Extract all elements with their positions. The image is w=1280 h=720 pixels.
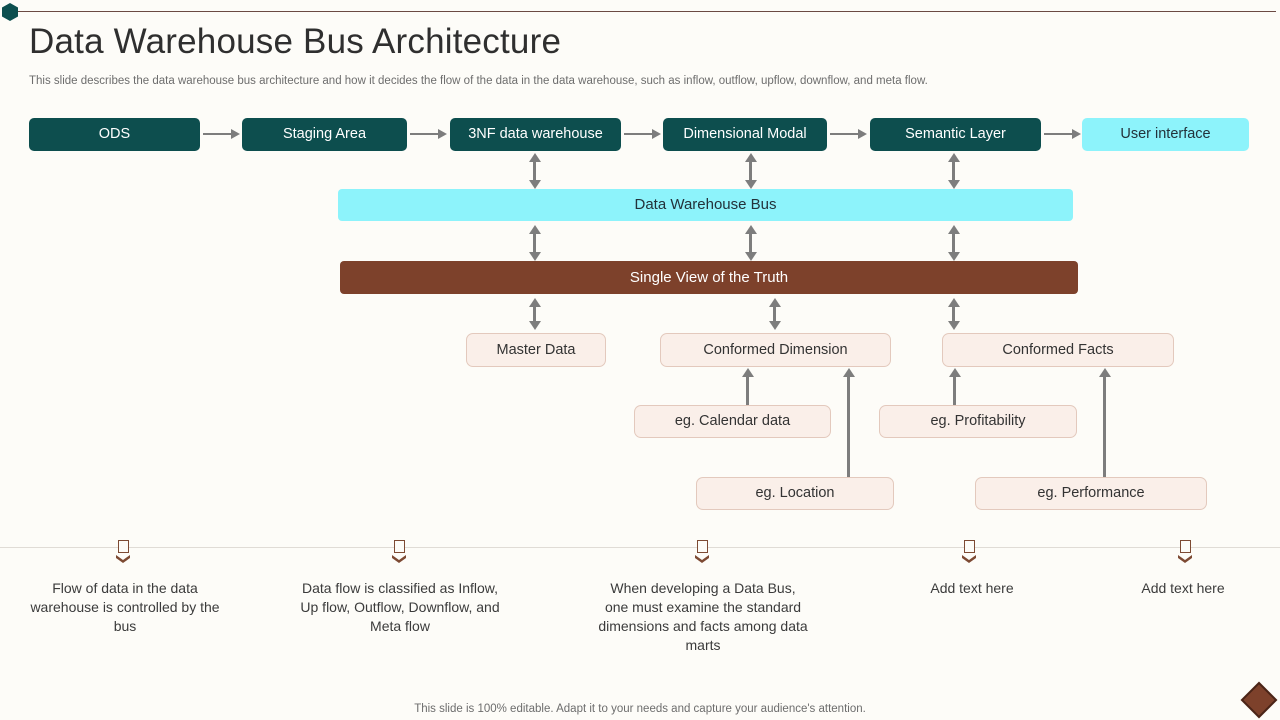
page-subtitle: This slide describes the data warehouse …	[29, 75, 928, 87]
flow-arrow-3nf-to-dimensional	[624, 133, 653, 135]
node-user-interface[interactable]: User interface	[1082, 118, 1249, 151]
flow-arrowhead-2-icon	[438, 129, 447, 139]
callout-text-5: Add text here	[1141, 580, 1225, 596]
callout-glyph-box-5-icon	[1179, 540, 1191, 553]
flow-arrow-dimensional-to-semantic	[830, 133, 859, 135]
truth-arrow-mid-stem	[749, 233, 752, 253]
node-ods[interactable]: ODS	[29, 118, 200, 151]
truth-arrow-left-stem	[533, 233, 536, 253]
example-arrow-calendar-stem	[746, 377, 749, 405]
component-arrow-dimension-stem	[773, 306, 776, 322]
example-arrow-performance-head-icon	[1099, 368, 1111, 377]
callout-marker-3	[689, 540, 715, 563]
callout-text-1: Flow of data in the data warehouse is co…	[30, 580, 220, 634]
truth-arrow-left-up-icon	[529, 225, 541, 234]
node-master-data[interactable]: Master Data	[466, 333, 606, 367]
bus-arrow-dimensional-down-icon	[745, 180, 757, 189]
component-arrow-facts-up-icon	[948, 298, 960, 307]
bus-arrow-3nf-stem	[533, 161, 536, 181]
chevron-down-icon-3	[695, 555, 709, 563]
node-semantic-layer[interactable]: Semantic Layer	[870, 118, 1041, 151]
truth-arrow-right-stem	[952, 233, 955, 253]
bar-single-view-of-the-truth[interactable]: Single View of the Truth	[340, 261, 1078, 294]
bus-arrow-semantic-up-icon	[948, 153, 960, 162]
component-arrow-master-stem	[533, 306, 536, 322]
node-conformed-facts[interactable]: Conformed Facts	[942, 333, 1174, 367]
flow-arrowhead-4-icon	[858, 129, 867, 139]
node-eg-calendar-data[interactable]: eg. Calendar data	[634, 405, 831, 438]
callout-text-4: Add text here	[930, 580, 1014, 596]
flow-arrow-ods-to-staging	[203, 133, 232, 135]
example-arrow-profitability-head-icon	[949, 368, 961, 377]
callout-glyph-box-3-icon	[696, 540, 708, 553]
node-dimensional-modal[interactable]: Dimensional Modal	[663, 118, 827, 151]
page-title: Data Warehouse Bus Architecture	[29, 22, 562, 61]
flow-arrowhead-5-icon	[1072, 129, 1081, 139]
chevron-down-icon-1	[116, 555, 130, 563]
callout-marker-1	[110, 540, 136, 563]
chevron-down-icon-2	[392, 555, 406, 563]
component-arrow-dimension-up-icon	[769, 298, 781, 307]
bus-arrow-3nf-down-icon	[529, 180, 541, 189]
node-eg-profitability[interactable]: eg. Profitability	[879, 405, 1077, 438]
component-arrow-facts-stem	[952, 306, 955, 322]
node-conformed-dimension[interactable]: Conformed Dimension	[660, 333, 891, 367]
bus-arrow-dimensional-stem	[749, 161, 752, 181]
bar-data-warehouse-bus[interactable]: Data Warehouse Bus	[338, 189, 1073, 221]
node-staging-area[interactable]: Staging Area	[242, 118, 407, 151]
chevron-down-icon-5	[1178, 555, 1192, 563]
truth-arrow-right-up-icon	[948, 225, 960, 234]
callout-text-2: Data flow is classified as Inflow, Up fl…	[300, 580, 500, 634]
callout-glyph-box-4-icon	[963, 540, 975, 553]
example-arrow-calendar-head-icon	[742, 368, 754, 377]
component-arrow-facts-down-icon	[948, 321, 960, 330]
node-eg-performance[interactable]: eg. Performance	[975, 477, 1207, 510]
node-3nf-data-warehouse[interactable]: 3NF data warehouse	[450, 118, 621, 151]
callout-marker-2	[386, 540, 412, 563]
example-arrow-location-stem	[847, 377, 850, 477]
truth-arrow-mid-down-icon	[745, 252, 757, 261]
bus-arrow-3nf-up-icon	[529, 153, 541, 162]
truth-arrow-right-down-icon	[948, 252, 960, 261]
flow-arrowhead-1-icon	[231, 129, 240, 139]
hexagon-logo-icon	[2, 3, 18, 21]
flow-arrowhead-3-icon	[652, 129, 661, 139]
component-arrow-master-down-icon	[529, 321, 541, 330]
callout-text-3: When developing a Data Bus, one must exa…	[598, 580, 808, 653]
footer-note: This slide is 100% editable. Adapt it to…	[414, 703, 866, 715]
component-arrow-dimension-down-icon	[769, 321, 781, 330]
bus-arrow-semantic-down-icon	[948, 180, 960, 189]
flow-arrow-semantic-to-ui	[1044, 133, 1073, 135]
chevron-down-icon-4	[962, 555, 976, 563]
example-arrow-location-head-icon	[843, 368, 855, 377]
callout-marker-4	[956, 540, 982, 563]
example-arrow-profitability-stem	[953, 377, 956, 405]
truth-arrow-left-down-icon	[529, 252, 541, 261]
callout-marker-5	[1172, 540, 1198, 563]
bus-arrow-semantic-stem	[952, 161, 955, 181]
flow-arrow-staging-to-3nf	[410, 133, 439, 135]
bottom-divider	[0, 547, 1280, 548]
node-eg-location[interactable]: eg. Location	[696, 477, 894, 510]
header-divider	[18, 11, 1276, 12]
callout-glyph-box-2-icon	[393, 540, 405, 553]
callout-glyph-box-1-icon	[117, 540, 129, 553]
example-arrow-performance-stem	[1103, 377, 1106, 477]
bus-arrow-dimensional-up-icon	[745, 153, 757, 162]
component-arrow-master-up-icon	[529, 298, 541, 307]
truth-arrow-mid-up-icon	[745, 225, 757, 234]
